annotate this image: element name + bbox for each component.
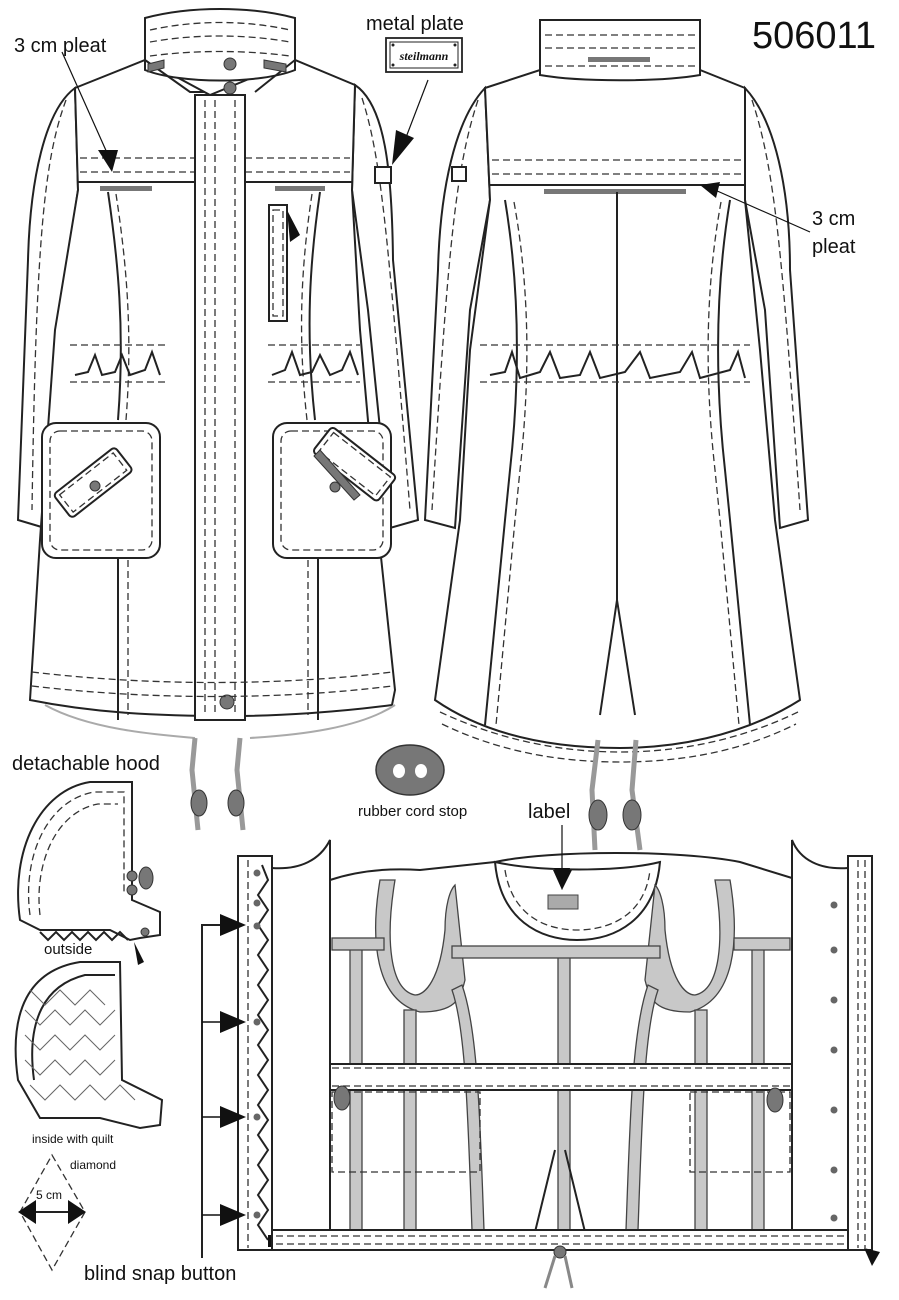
rubber-cord-stop-detail [375,744,445,796]
pleat-back-label-line2: pleat [812,236,856,258]
rubber-cord-stop-label: rubber cord stop [358,803,467,820]
pointer-arrows [61,51,811,1258]
outside-label: outside [44,941,92,958]
metal-plate-label: metal plate [366,13,464,35]
metal-plate-detail: steilmann [385,37,463,73]
diamond-label: diamond [70,1158,116,1172]
blind-snap-button-label: blind snap button [84,1263,236,1285]
coat-back-view [423,19,810,851]
coat-front-view [16,8,420,831]
pleat-back-label-line1: 3 cm [812,208,855,230]
hood-inside-detail [14,961,164,1130]
pleat-front-label: 3 cm pleat [14,35,107,57]
inside-with-quilt-label: inside with quilt [32,1132,114,1146]
hood-outside-detail [17,781,161,965]
diamond-size-label: 5 cm [36,1188,62,1202]
lining-open-view [237,839,880,1289]
model-number: 506011 [752,15,876,57]
metal-plate-brand: steilmann [399,49,449,63]
label-label: label [528,801,570,823]
diamond-size-diagram [18,1153,86,1272]
detachable-hood-label: detachable hood [12,753,160,775]
